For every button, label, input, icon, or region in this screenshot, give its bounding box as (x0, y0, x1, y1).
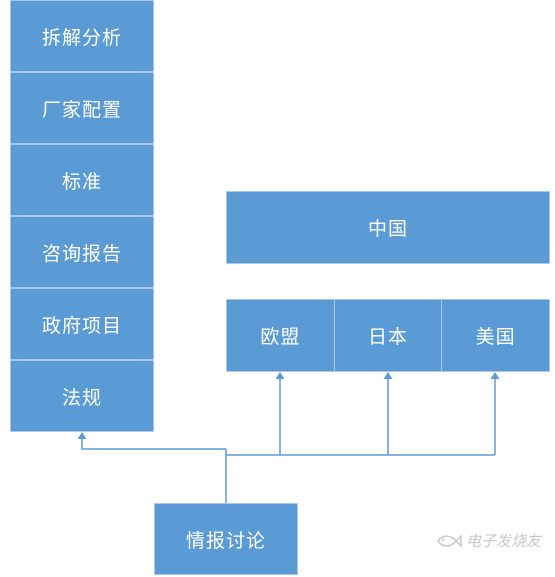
arrowhead-left-list (77, 432, 87, 439)
list-item-consulting-report: 咨询报告 (10, 216, 154, 288)
fish-logo-icon (437, 533, 462, 548)
region-row: 欧盟 日本 美国 (226, 299, 550, 372)
region-eu: 欧盟 (260, 326, 301, 348)
list-item-vendor-config: 厂家配置 (10, 72, 154, 144)
arrowhead-japan (383, 372, 393, 379)
list-item-standards: 标准 (10, 144, 154, 216)
list-item-government-project: 政府项目 (10, 288, 154, 360)
watermark: 电子发烧友 (436, 530, 541, 551)
china-box: 中国 (226, 191, 550, 264)
watermark-text: 电子发烧友 (465, 532, 541, 550)
region-usa: 美国 (441, 300, 549, 371)
source-box: 情报讨论 (154, 503, 298, 575)
connector-to-left-list (81, 437, 226, 450)
list-item-regulations: 法规 (10, 360, 154, 432)
arrowhead-usa (490, 372, 500, 379)
list-item-teardown-analysis: 拆解分析 (10, 0, 154, 72)
left-list: 拆解分析 厂家配置 标准 咨询报告 政府项目 法规 (10, 0, 154, 432)
arrowhead-eu (275, 372, 285, 379)
region-japan: 日本 (333, 300, 442, 371)
